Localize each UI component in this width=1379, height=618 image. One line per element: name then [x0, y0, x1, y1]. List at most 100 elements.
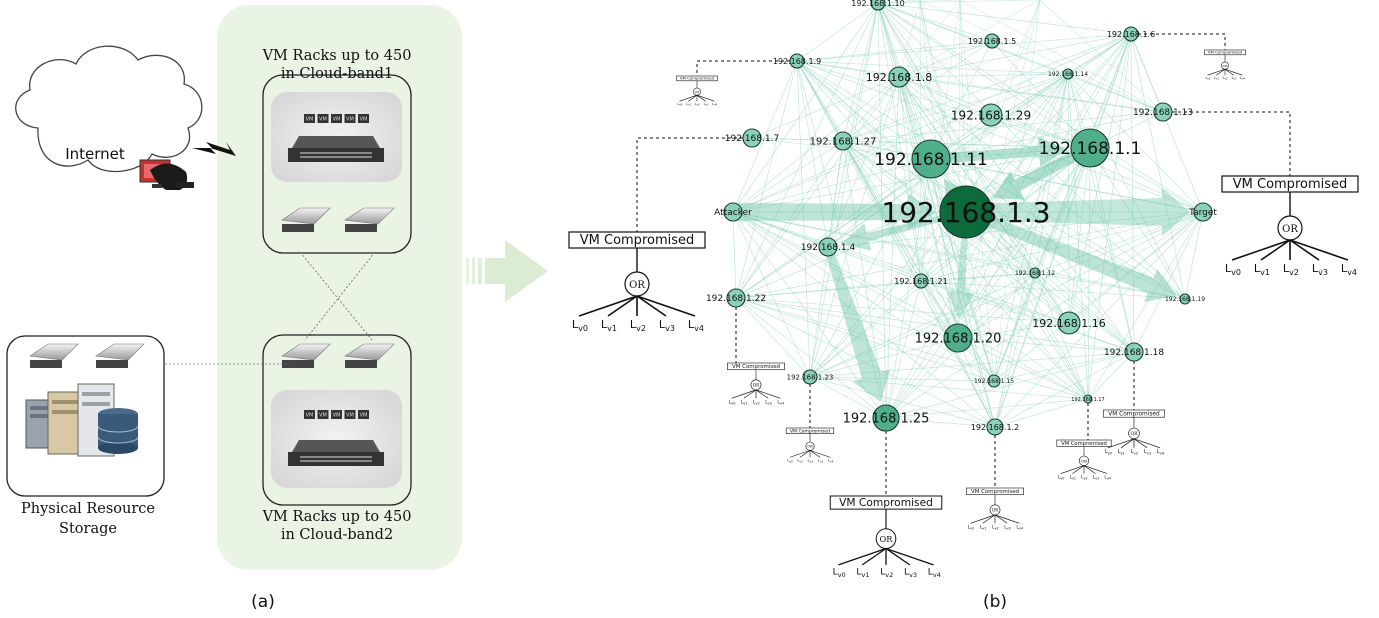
- leaf-subscript: v3: [1007, 527, 1011, 531]
- graph-edge: [1130, 33, 1135, 353]
- leaf-subscript: v0: [970, 527, 974, 531]
- vm-tag-label: VM: [346, 413, 354, 419]
- graph-edge: [920, 0, 961, 282]
- graph-edge: [796, 60, 1070, 324]
- graph-edge: [1034, 272, 1186, 300]
- node-label: 192.168.1.4: [801, 243, 856, 253]
- graph-edge: [751, 137, 844, 142]
- graph-edge: [842, 2, 879, 142]
- graph-edge: [732, 211, 1036, 274]
- leaf-subscript: v0: [1060, 477, 1064, 481]
- attack-flow-arrow: [930, 136, 1068, 167]
- graph-edge: [809, 376, 1089, 400]
- node-label: Target: [1188, 208, 1217, 218]
- graph-edge: [957, 0, 1041, 339]
- graph-edge: [796, 60, 1204, 213]
- graph-edge: [1067, 73, 1089, 400]
- leaf-label: L: [904, 568, 909, 578]
- attack-flow-arrow: [946, 211, 975, 321]
- graph-edge: [732, 140, 844, 213]
- graph-edge: [735, 297, 811, 378]
- graph-edge: [1039, 0, 1164, 113]
- leaf-subscript: v0: [1207, 78, 1210, 81]
- attack-flow-arrow: [824, 245, 891, 402]
- graph-edge: [959, 0, 967, 213]
- vm-tag: [358, 114, 369, 123]
- vm-tag: [331, 114, 342, 123]
- node-label: 192.168.1.6: [1107, 30, 1155, 39]
- graph-edge: [885, 73, 1069, 419]
- graph-edge: [796, 60, 1069, 75]
- node-n10: [870, 0, 886, 11]
- graph-edge: [885, 33, 1132, 419]
- node-label: 192.168.1.16: [1032, 317, 1105, 330]
- leaf-subscript: v2: [810, 460, 814, 464]
- graph-edge: [877, 2, 1204, 213]
- graph-edge: [1067, 73, 1070, 324]
- graph-edge: [993, 33, 1132, 382]
- leaf-label: L: [1004, 524, 1007, 530]
- graph-edge: [732, 211, 737, 299]
- graph-edge: [920, 280, 1186, 300]
- graph-edge: [1184, 211, 1204, 300]
- node-label: 192.168.1.3: [881, 196, 1050, 229]
- leaf-label: L: [928, 568, 933, 578]
- attack-flow-arrow: [964, 207, 1177, 303]
- leaf-label: L: [704, 102, 706, 106]
- graph-edge: [885, 76, 900, 419]
- graph-edge: [735, 140, 844, 299]
- graph-edge: [1130, 33, 1204, 213]
- compromised-label: VM Compromised: [680, 76, 715, 81]
- vm-tag: [317, 114, 329, 123]
- leaf-label: L: [1205, 76, 1207, 80]
- graph-edge: [877, 0, 1041, 4]
- node-label: 192.168.1.27: [810, 137, 877, 148]
- leaf-subscript: v0: [731, 402, 735, 406]
- graph-edge: [809, 376, 887, 419]
- leaf-subscript: v2: [885, 571, 893, 579]
- graph-edge: [957, 73, 1069, 339]
- leaf-subscript: v3: [768, 402, 772, 406]
- node-n18: [1124, 342, 1144, 362]
- node-n17: [1083, 394, 1093, 404]
- compromised-label: VM Compromised: [1061, 441, 1107, 447]
- node-n22: [726, 288, 746, 308]
- or-label: OR: [695, 90, 700, 94]
- graph-edge: [796, 60, 811, 378]
- graph-edge: [809, 211, 1204, 378]
- leaf-label: L: [1070, 474, 1073, 480]
- graph-edge: [732, 211, 1186, 300]
- graph-edge: [920, 280, 996, 428]
- leaf-label: L: [1240, 76, 1242, 80]
- leaf-label: L: [1283, 262, 1290, 275]
- graph-edge: [796, 60, 1164, 113]
- caption-b: (b): [983, 592, 1007, 612]
- node-label: 192.168.1.7: [725, 134, 779, 144]
- or-label: OR: [1130, 431, 1138, 437]
- or-label: OR: [880, 534, 894, 544]
- node-n8: [888, 66, 910, 88]
- graph-edge: [809, 2, 879, 378]
- storage-frame: [6, 335, 165, 497]
- leaf-label: L: [797, 458, 800, 463]
- leaf-subscript: v2: [1225, 78, 1228, 81]
- leaf-label: L: [1104, 474, 1107, 480]
- graph-edge: [993, 272, 1036, 382]
- node-n16: [1057, 311, 1081, 335]
- graph-edge: [877, 2, 1164, 113]
- node-label: Attacker: [714, 208, 752, 218]
- vm-tag-label: VM: [333, 117, 341, 123]
- attacker-computer-icon: [139, 159, 194, 190]
- leaf-subscript: v2: [697, 104, 700, 107]
- leaf-subscript: v1: [688, 104, 691, 107]
- leaf-label: L: [659, 318, 666, 331]
- graph-edge: [732, 211, 887, 419]
- leaf-label: L: [808, 458, 811, 463]
- graph-edge: [920, 280, 1135, 353]
